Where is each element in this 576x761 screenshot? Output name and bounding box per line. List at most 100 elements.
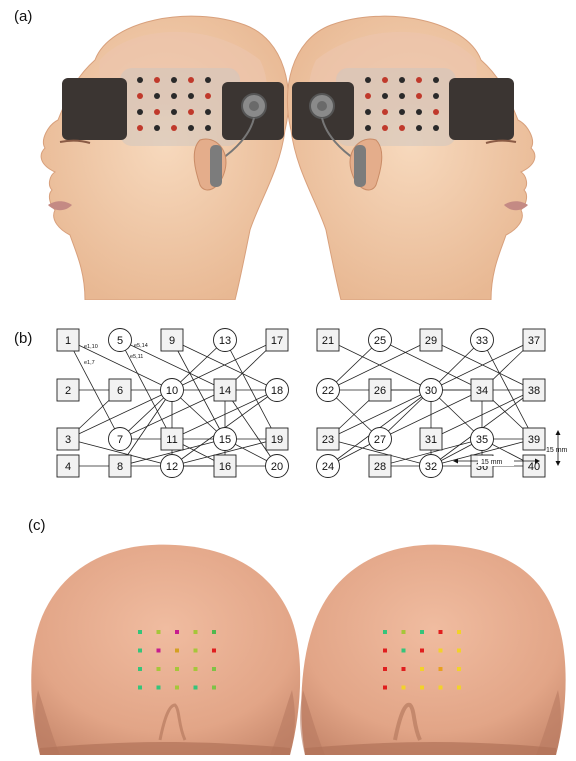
electrode-node-34: 34 [471,379,493,401]
right-model-electrode-r4-c2 [402,686,406,690]
electrode-node-3: 3 [57,428,79,450]
left-model-electrode-r1-c4 [194,630,198,634]
electrode-node-8: 8 [109,455,131,477]
right-model-electrode-r2-c4 [439,649,443,653]
electrode-node-14-label: 14 [219,385,231,397]
left-model-electrode-r4-c2 [157,686,161,690]
right-model-electrode-r3-c4 [439,667,443,671]
electrode-node-4-label: 4 [65,461,71,473]
node-layer: 1234567891011121314151617181920212223242… [57,329,545,478]
electrode-node-37: 37 [523,329,545,351]
electrode-node-21: 21 [317,329,339,351]
electrode-node-23-label: 23 [322,434,334,446]
electrode-node-26: 26 [369,379,391,401]
left-model-electrode-r2-c5 [212,649,216,653]
electrode-node-22-label: 22 [322,385,334,397]
electrode-node-13-label: 13 [219,335,231,347]
electrode-node-7: 7 [109,428,132,451]
right-headband-front [449,78,514,140]
left-model-electrode-r3-c2 [157,667,161,671]
electrode-node-18-label: 18 [271,385,283,397]
electrode-node-15-label: 15 [219,434,231,446]
electrode-node-33: 33 [471,329,494,352]
right-model-electrode-r1-c2 [402,630,406,634]
left-model-electrode-r1-c3 [175,630,179,634]
electrode-node-5: 5 [109,329,132,352]
electrode-node-37-label: 37 [528,335,540,347]
right-model-electrode-r4-c5 [457,686,461,690]
left-model-electrode-r4-c3 [175,686,179,690]
electrode-node-24-label: 24 [322,461,334,473]
electrode-node-39-label: 39 [528,434,540,446]
panel-c-head-models [0,540,576,760]
right-model-electrode-r4-c4 [439,686,443,690]
left-head [41,16,288,300]
right-model-electrode-r1-c4 [439,630,443,634]
electrode-node-10-label: 10 [166,385,178,397]
electrode-node-32-label: 32 [425,461,437,473]
right-model-electrode-r1-c3 [420,630,424,634]
electrode-node-9-label: 9 [169,335,175,347]
electrode-node-30: 30 [420,379,443,402]
electrode-node-19-label: 19 [271,434,283,446]
electrode-node-29-label: 29 [425,335,437,347]
electrode-node-32: 32 [420,455,443,478]
edge-label-e1-7: e1,7 [84,360,95,366]
electrode-node-28-label: 28 [374,461,386,473]
electrode-node-40-label: 40 [528,461,540,473]
electrode-node-5-label: 5 [117,335,123,347]
right-model-electrode-r4-c3 [420,686,424,690]
electrode-node-40: 40 [523,455,545,477]
electrode-node-20: 20 [266,455,289,478]
left-model-electrode-r2-c4 [194,649,198,653]
electrode-node-34-label: 34 [476,385,488,397]
right-head [287,16,534,300]
scale-bar-vertical: 15 mm [546,430,568,466]
electrode-network-diagram: 1234567891011121314151617181920212223242… [0,320,576,490]
electrode-node-12-label: 12 [166,461,178,473]
left-model-electrode-r4-c1 [138,686,142,690]
electrode-node-8-label: 8 [117,461,123,473]
electrode-node-31-label: 31 [425,434,437,446]
left-head-model [31,545,300,755]
electrode-node-29: 29 [420,329,442,351]
edge-label-e5-14: e5,14 [134,343,148,349]
right-model-electrode-r1-c1 [383,630,387,634]
electrode-node-14: 14 [214,379,236,401]
electrode-node-27-label: 27 [374,434,386,446]
electrode-node-6: 6 [109,379,131,401]
electrode-node-1: 1 [57,329,79,351]
left-processor [210,145,222,187]
electrode-node-4: 4 [57,455,79,477]
right-model-electrode-r2-c3 [420,649,424,653]
electrode-node-2: 2 [57,379,79,401]
electrode-node-25-label: 25 [374,335,386,347]
right-model-electrode-r4-c1 [383,686,387,690]
electrode-node-2-label: 2 [65,385,71,397]
left-model-electrode-r1-c1 [138,630,142,634]
electrode-node-35: 35 [471,428,494,451]
right-model-electrode-r1-c5 [457,630,461,634]
electrode-node-39: 39 [523,428,545,450]
panel-a-illustration [0,0,576,300]
left-model-electrode-r1-c5 [212,630,216,634]
electrode-node-24: 24 [317,455,340,478]
left-model-electrode-r4-c4 [194,686,198,690]
electrode-node-10: 10 [161,379,184,402]
left-headband-front [62,78,127,140]
panel-label-c: (c) [28,517,46,534]
right-model-electrode-r3-c1 [383,667,387,671]
edge-label-e5-11: e5,11 [130,354,143,360]
left-model-electrode-r4-c5 [212,686,216,690]
scale-label-horizontal: 15 mm [481,459,503,466]
electrode-node-11: 11 [161,428,183,450]
right-model-electrode-r2-c5 [457,649,461,653]
electrode-node-16: 16 [214,455,236,477]
electrode-node-23: 23 [317,428,339,450]
electrode-node-15: 15 [214,428,237,451]
right-model-electrode-r2-c1 [383,649,387,653]
electrode-node-6-label: 6 [117,385,123,397]
electrode-node-35-label: 35 [476,434,488,446]
left-model-electrode-r2-c3 [175,649,179,653]
electrode-node-18: 18 [266,379,289,402]
